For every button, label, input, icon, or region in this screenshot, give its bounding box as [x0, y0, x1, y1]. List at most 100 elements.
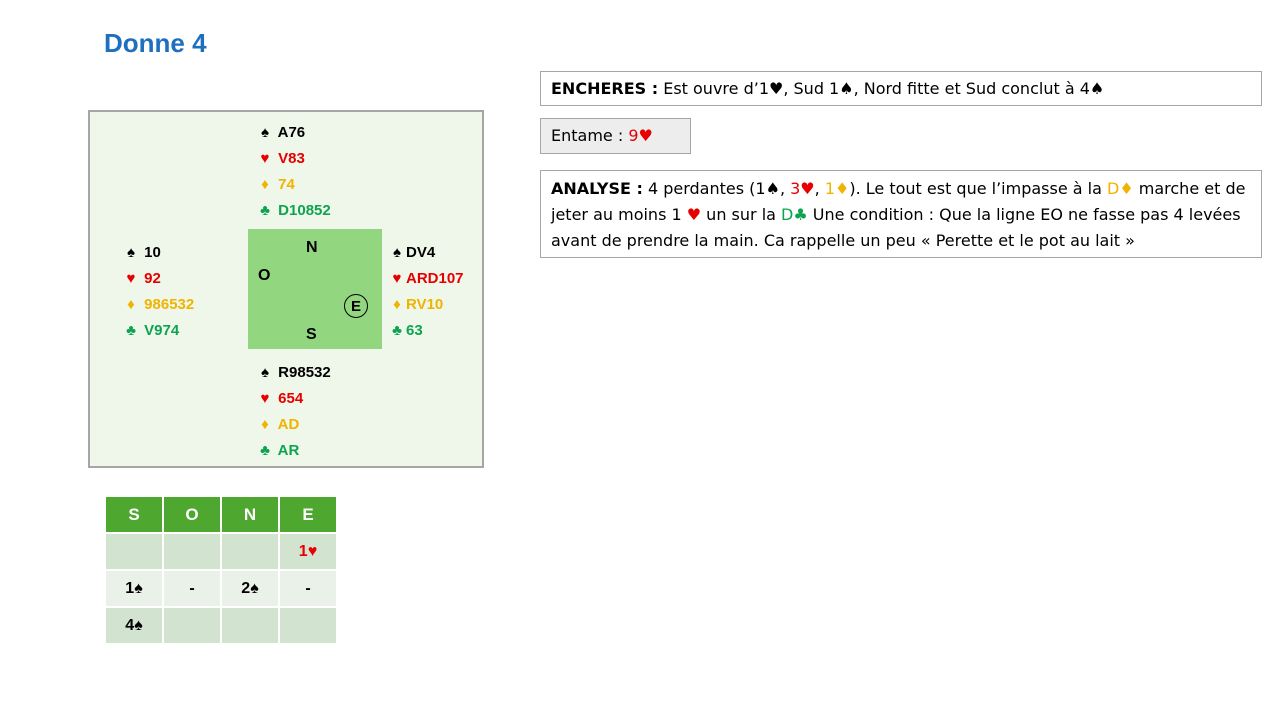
- bid-cell: -: [278, 569, 338, 608]
- encheres-box: ENCHERES : Est ouvre d’1♥, Sud 1♠, Nord …: [540, 71, 1262, 106]
- compass-rose: N O E S: [248, 229, 382, 349]
- spade-icon: ♠: [127, 244, 135, 261]
- analyse-text-1: 4 perdantes (1: [642, 179, 766, 198]
- west-hearts: 92: [144, 270, 161, 287]
- south-hearts: 654: [278, 390, 304, 407]
- compass-south: S: [306, 326, 317, 343]
- analyse-text-3: ,: [814, 179, 825, 198]
- table-row: 4♠: [104, 606, 338, 645]
- hand-east: ♠ DV4 ♥ARD107 ♦ RV10 ♣63: [388, 240, 464, 344]
- west-spades: 10: [144, 244, 161, 261]
- south-spades: R98532: [278, 364, 331, 381]
- page-title: Donne 4: [104, 28, 207, 58]
- bid-cell: [220, 532, 280, 571]
- hand-north: ♠ A76 ♥ V83 ♦ 74 ♣ D10852: [256, 120, 331, 224]
- west-diamonds: 986532: [144, 296, 195, 313]
- bidding-header-o: O: [162, 495, 222, 534]
- encheres-label: ENCHERES :: [551, 79, 659, 98]
- analyse-text-6: un sur la: [701, 205, 782, 224]
- diamond-icon: ♦: [127, 296, 135, 313]
- spade-icon: ♠: [765, 179, 780, 198]
- bid-cell: -: [162, 569, 222, 608]
- diamond-icon: ♦: [393, 296, 401, 313]
- analyse-label: ANALYSE :: [551, 179, 643, 198]
- club-icon: ♣: [260, 202, 270, 219]
- spade-icon: ♠: [261, 364, 269, 381]
- bidding-header-n: N: [220, 495, 280, 534]
- entame-label: Entame :: [551, 126, 629, 145]
- entame-value: 9: [628, 126, 639, 145]
- heart-icon: ♥: [686, 205, 702, 224]
- club-icon: ♣: [126, 322, 136, 339]
- compass-north: N: [306, 239, 318, 256]
- analyse-text-4: ). Le tout est que l’impasse à la: [849, 179, 1107, 198]
- bid-cell: [162, 532, 222, 571]
- bid-cell: [220, 606, 280, 645]
- heart-icon: ♥: [392, 270, 402, 287]
- compass-west: O: [258, 267, 271, 284]
- encheres-text-3: , Nord fitte et Sud conclut à 4: [853, 79, 1090, 98]
- bid-east-2: -: [305, 579, 311, 597]
- east-hearts: ARD107: [406, 270, 464, 287]
- south-clubs: AR: [277, 442, 300, 459]
- south-diamonds: AD: [277, 416, 300, 433]
- diamond-icon: ♦: [261, 176, 269, 193]
- hand-south: ♠ R98532 ♥ 654 ♦ AD ♣ AR: [256, 360, 331, 464]
- north-diamonds: 74: [278, 176, 295, 193]
- spade-icon: ♠: [250, 579, 259, 597]
- analyse-diamond-queen: D: [1107, 179, 1120, 198]
- heart-icon: ♥: [769, 79, 784, 98]
- deal-diagram: ♠ A76 ♥ V83 ♦ 74 ♣ D10852 ♠ 10 ♥ 92 ♦ 98…: [88, 110, 484, 468]
- bid-east-1: 1: [298, 542, 308, 560]
- bid-south-1: 1: [125, 579, 135, 597]
- club-icon: ♣: [793, 205, 808, 224]
- analyse-text-7: Une condition : Que la ligne EO ne fasse…: [551, 205, 1241, 250]
- bid-west-1: -: [189, 579, 195, 597]
- bid-cell: 1♥: [278, 532, 338, 571]
- heart-icon: ♥: [126, 270, 136, 287]
- heart-icon: ♥: [638, 126, 653, 145]
- bid-cell: 4♠: [104, 606, 164, 645]
- spade-icon: ♠: [134, 616, 143, 634]
- encheres-text-2: , Sud 1: [783, 79, 840, 98]
- spade-icon: ♠: [261, 124, 269, 141]
- table-row: 1♥: [104, 532, 338, 571]
- bid-cell: [104, 532, 164, 571]
- bidding-header-e: E: [278, 495, 338, 534]
- spade-icon: ♠: [1089, 79, 1105, 98]
- hand-west: ♠ 10 ♥ 92 ♦ 986532 ♣ V974: [122, 240, 194, 344]
- spade-icon: ♠: [134, 579, 143, 597]
- analyse-box: ANALYSE : 4 perdantes (1♠, 3♥, 1♦). Le t…: [540, 170, 1262, 258]
- heart-icon: ♥: [800, 179, 815, 198]
- club-icon: ♣: [392, 322, 402, 339]
- entame-box: Entame : 9♥: [540, 118, 691, 154]
- bidding-table: S O N E 1♥ 1♠ - 2♠ - 4♠: [104, 495, 338, 645]
- club-icon: ♣: [260, 442, 270, 459]
- bid-cell: [278, 606, 338, 645]
- bid-south-2: 4: [125, 616, 135, 634]
- analyse-diamond-count: 1: [824, 179, 835, 198]
- encheres-text-1: Est ouvre d’1: [658, 79, 769, 98]
- spade-icon: ♠: [839, 79, 854, 98]
- table-row: 1♠ - 2♠ -: [104, 569, 338, 608]
- analyse-club-queen: D: [781, 205, 794, 224]
- compass-east-dealer: E: [344, 294, 368, 318]
- bid-cell: 1♠: [104, 569, 164, 608]
- east-diamonds: RV10: [406, 296, 444, 313]
- heart-icon: ♥: [260, 390, 270, 407]
- bidding-header-s: S: [104, 495, 164, 534]
- diamond-icon: ♦: [835, 179, 850, 198]
- north-spades: A76: [277, 124, 306, 141]
- east-clubs: 63: [406, 322, 423, 339]
- heart-icon: ♥: [307, 542, 318, 560]
- analyse-text-5: marche et de jeter au moins 1: [551, 179, 1246, 224]
- diamond-icon: ♦: [261, 416, 269, 433]
- bid-cell: [162, 606, 222, 645]
- analyse-text-2: ,: [779, 179, 791, 198]
- heart-icon: ♥: [260, 150, 270, 167]
- east-spades: DV4: [406, 244, 436, 261]
- analyse-heart-count: 3: [790, 179, 801, 198]
- diamond-icon: ♦: [1119, 179, 1134, 198]
- bid-north-1: 2: [241, 579, 251, 597]
- spade-icon: ♠: [393, 244, 401, 261]
